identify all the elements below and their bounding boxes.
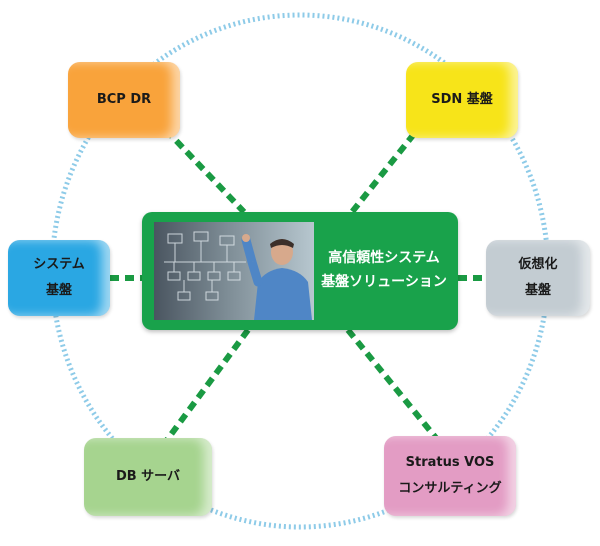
node-stratus[interactable]: Stratus VOS コンサルティング	[384, 436, 516, 516]
node-virtualization-label-2: 基盤	[524, 283, 551, 298]
node-bcp-dr[interactable]: BCP DR	[68, 62, 180, 138]
center-title-line2: 基盤ソリューション	[321, 274, 447, 290]
connector-sdn	[349, 132, 417, 214]
node-sdn-label: SDN 基盤	[431, 92, 493, 107]
presenter-illustration	[164, 231, 312, 320]
connector-bcp-dr	[163, 127, 247, 215]
connector-db-server	[161, 328, 251, 446]
node-system[interactable]: システム 基盤	[8, 240, 110, 316]
node-stratus-label-2: コンサルティング	[398, 481, 502, 496]
node-db-server[interactable]: DB サーバ	[84, 438, 212, 516]
node-sdn[interactable]: SDN 基盤	[406, 62, 518, 138]
node-db-server-label: DB サーバ	[115, 469, 181, 484]
connector-stratus	[345, 328, 439, 440]
node-system-label-1: システム	[33, 257, 85, 272]
node-virtualization-label-1: 仮想化	[518, 257, 558, 272]
center-photo	[154, 222, 314, 320]
node-system-label-2: 基盤	[45, 283, 72, 298]
node-virtualization[interactable]: 仮想化 基盤	[486, 240, 590, 316]
node-stratus-label-1: Stratus VOS	[405, 455, 495, 470]
center-solution-box[interactable]: 高信頼性システム 基盤ソリューション	[142, 212, 458, 330]
node-bcp-dr-label: BCP DR	[96, 92, 152, 107]
center-title-line1: 高信頼性システム	[328, 250, 440, 266]
center-title: 高信頼性システム 基盤ソリューション	[318, 246, 450, 294]
